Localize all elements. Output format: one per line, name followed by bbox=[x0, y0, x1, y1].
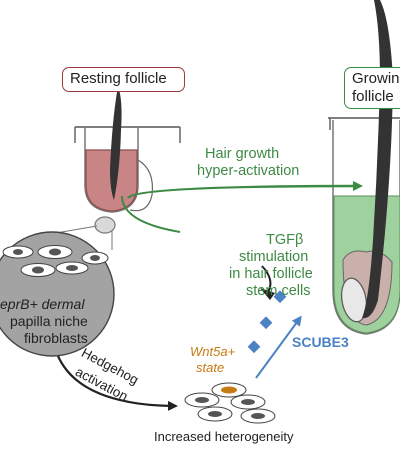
resting-follicle bbox=[74, 86, 181, 234]
tgf-label-1: TGFβ bbox=[266, 232, 304, 248]
tgf-branch-arc bbox=[121, 195, 181, 233]
niche-label-1: eprB+ dermal bbox=[0, 296, 85, 312]
resting-follicle-label: Resting follicle bbox=[62, 67, 185, 92]
tgf-label-2: stimulation bbox=[239, 249, 309, 265]
hair-growth-label-1: Hair growth bbox=[205, 146, 280, 162]
tgf-receptor bbox=[260, 265, 275, 300]
hair-growth-label-2: hyper-activation bbox=[197, 163, 300, 179]
niche-circle bbox=[0, 231, 115, 357]
heterogeneity-cells bbox=[184, 382, 276, 424]
scube3-arrow bbox=[255, 315, 302, 379]
hair-growth-arrow bbox=[126, 181, 363, 199]
scube3-molecules bbox=[247, 290, 287, 354]
wnt-label-2: state bbox=[196, 360, 225, 375]
growing-follicle bbox=[328, 0, 400, 335]
niche-label-2: papilla niche bbox=[10, 313, 88, 329]
wnt-label-1: Wnt5a+ bbox=[190, 344, 236, 359]
scube3-label: SCUBE3 bbox=[292, 334, 349, 350]
hedgehog-arrow bbox=[56, 355, 178, 411]
tgf-label-4: stem cells bbox=[246, 283, 311, 299]
tgf-label-3: in hair follicle bbox=[229, 266, 313, 282]
growing-follicle-label: Growing follicle bbox=[344, 67, 400, 109]
niche-label-3: fibroblasts bbox=[24, 330, 88, 346]
heterogeneity-label: Increased heterogeneity bbox=[154, 429, 294, 444]
